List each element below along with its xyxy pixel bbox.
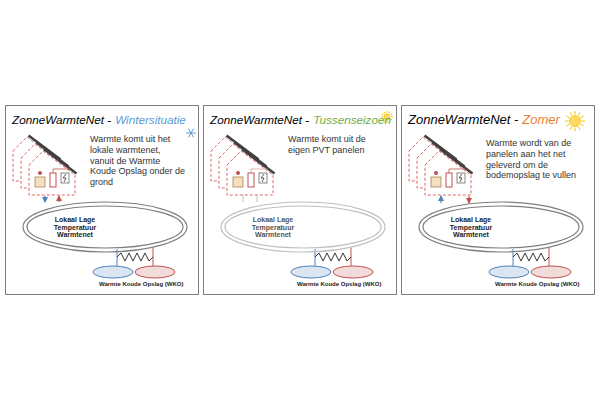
panel-illustration bbox=[409, 111, 585, 278]
sun-ray bbox=[387, 111, 388, 113]
sun-ray bbox=[566, 124, 569, 126]
sun-ray bbox=[581, 116, 584, 118]
sun-icon bbox=[570, 116, 581, 127]
sun-ray bbox=[570, 112, 572, 115]
loop-label: Lokaal Lage Temperatuur Warmtenet bbox=[438, 216, 504, 239]
electricity-symbol bbox=[63, 174, 66, 182]
storage-tank bbox=[50, 173, 56, 187]
cold-storage bbox=[489, 266, 529, 278]
sun-ray bbox=[565, 121, 569, 122]
label-holder: Warmte Koude Opslag (WKO) bbox=[99, 281, 203, 288]
pvt-panel bbox=[243, 150, 275, 174]
pump-symbol bbox=[434, 171, 438, 175]
pump-symbol bbox=[38, 171, 42, 175]
snowflake-icon bbox=[189, 129, 194, 138]
loop-inner-pipe bbox=[423, 206, 579, 248]
storage-tank bbox=[446, 173, 452, 187]
label-holder: Warmte Koude Opslag (WKO) bbox=[297, 281, 401, 288]
panel-title: ZonneWarmteNet - Wintersituatie bbox=[12, 112, 186, 128]
loop-outline bbox=[218, 198, 388, 256]
storage-label: Warmte Koude Opslag (WKO) bbox=[495, 281, 599, 288]
panel-title-season: Zomer bbox=[522, 112, 560, 127]
heat-pump bbox=[233, 177, 243, 187]
panel-title-main: ZonneWarmteNet - bbox=[12, 113, 111, 126]
sun-ray bbox=[578, 127, 580, 130]
panel-illustration bbox=[211, 111, 393, 278]
house-pipe bbox=[449, 169, 465, 173]
loop-outer-pipe bbox=[419, 202, 583, 252]
pvt-panel bbox=[45, 150, 77, 174]
storage-tank bbox=[248, 173, 254, 187]
sun-ray bbox=[581, 124, 584, 126]
label-holder: Warmte Koude Opslag (WKO) bbox=[495, 281, 599, 288]
warm-storage bbox=[333, 266, 373, 278]
panel-title-season: Tussenseizoen bbox=[313, 113, 391, 126]
electricity-symbol bbox=[459, 174, 462, 182]
snowflake-icon bbox=[189, 129, 194, 138]
heat-exchanger bbox=[315, 253, 351, 261]
warm-storage bbox=[135, 266, 175, 278]
heat-network-loop: Lokaal Lage Temperatuur Warmtenet bbox=[416, 198, 586, 256]
sun-ray bbox=[578, 112, 580, 115]
sun-ray bbox=[570, 127, 572, 130]
house-outline bbox=[227, 151, 273, 195]
cold-storage bbox=[291, 266, 331, 278]
house-outline bbox=[425, 151, 471, 195]
heat-exchanger bbox=[117, 253, 153, 261]
inverter-box bbox=[61, 173, 69, 183]
sun-ray bbox=[391, 117, 393, 118]
panel-description: Warmte komt uit het lokale warmtenet, va… bbox=[90, 134, 186, 188]
sun-ray bbox=[575, 111, 576, 115]
panel-frame: ZonneWarmteNet - TussenseizoenWarmte komt… bbox=[203, 105, 397, 295]
loop-label: Lokaal Lage Temperatuur Warmtenet bbox=[42, 216, 108, 239]
idle-pipe bbox=[257, 195, 258, 202]
panel-frame: ZonneWarmteNet - WintersituatieWarmte kom… bbox=[5, 105, 199, 295]
storage-label: Warmte Koude Opslag (WKO) bbox=[99, 281, 203, 288]
heat-network-loop: Lokaal Lage Temperatuur Warmtenet bbox=[20, 198, 190, 256]
idle-pipe bbox=[243, 195, 244, 202]
warm-storage bbox=[531, 266, 571, 278]
loop-inner-pipe bbox=[225, 206, 381, 248]
electricity-symbol bbox=[261, 174, 264, 182]
heat-pump bbox=[431, 177, 441, 187]
inverter-box bbox=[259, 173, 267, 183]
panel-frame: ZonneWarmteNet - ZomerWarmte wordt van de… bbox=[401, 105, 595, 295]
panel-title: ZonneWarmteNet - Tussenseizoen bbox=[210, 112, 391, 128]
return-pipe bbox=[440, 196, 441, 203]
loop-label: Lokaal Lage Temperatuur Warmtenet bbox=[240, 216, 306, 239]
cold-storage bbox=[93, 266, 133, 278]
heat-exchanger bbox=[513, 253, 549, 261]
house-outline bbox=[29, 151, 75, 195]
loop-outline bbox=[20, 198, 190, 256]
supply-pipe bbox=[468, 196, 469, 203]
sun-ray bbox=[575, 128, 576, 132]
pvt-panel bbox=[441, 150, 473, 174]
panel-title-season: Wintersituatie bbox=[115, 113, 186, 126]
panel-description: Warmte komt uit de eigen PVT panelen bbox=[288, 134, 384, 156]
panel-title-main: ZonneWarmteNet - bbox=[210, 113, 309, 126]
house-pipe bbox=[53, 169, 69, 173]
sun-ray bbox=[582, 121, 586, 122]
heat-pump bbox=[35, 177, 45, 187]
panel-title-main: ZonneWarmteNet - bbox=[408, 112, 518, 127]
heat-network-loop: Lokaal Lage Temperatuur Warmtenet bbox=[218, 198, 388, 256]
loop-inner-pipe bbox=[27, 206, 183, 248]
house-pipe bbox=[251, 169, 267, 173]
supply-pipe bbox=[58, 196, 59, 202]
loop-outline bbox=[416, 198, 586, 256]
loop-outer-pipe bbox=[23, 202, 187, 252]
pump-symbol bbox=[236, 171, 240, 175]
sun-ray bbox=[566, 116, 569, 118]
inverter-box bbox=[457, 173, 465, 183]
storage-label: Warmte Koude Opslag (WKO) bbox=[297, 281, 401, 288]
loop-outer-pipe bbox=[221, 202, 385, 252]
panel-illustration bbox=[13, 129, 196, 278]
return-pipe bbox=[44, 196, 45, 202]
panel-description: Warmte wordt van de panelen aan het net … bbox=[486, 138, 592, 181]
panel-title: ZonneWarmteNet - Zomer bbox=[408, 112, 560, 128]
